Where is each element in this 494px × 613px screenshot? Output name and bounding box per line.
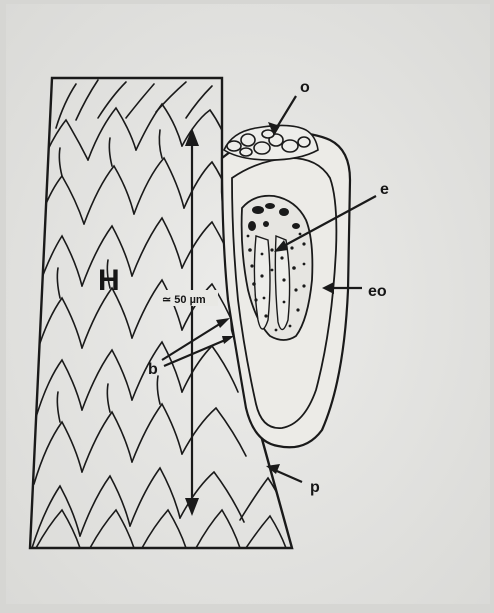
dark-granule	[263, 221, 269, 227]
label-p: p	[310, 479, 320, 496]
label-eo: eo	[368, 283, 387, 300]
cap-cell	[298, 137, 310, 147]
internal-lobe	[254, 236, 270, 329]
dark-granule	[252, 206, 264, 214]
label-o: o	[300, 79, 310, 96]
dark-granule	[248, 221, 256, 231]
label-e: e	[380, 181, 389, 198]
dark-granule	[279, 208, 289, 216]
label-h: H	[98, 264, 120, 297]
cap-cell	[227, 141, 241, 151]
label-scale: ≃ 50 µm	[162, 294, 206, 306]
dark-granule	[265, 203, 275, 209]
label-b: b	[148, 361, 158, 378]
cap-cell	[241, 134, 255, 146]
cap-cell	[254, 142, 270, 154]
dark-granule	[292, 223, 300, 229]
cap-cell	[240, 148, 252, 156]
cap-cell	[282, 140, 298, 152]
